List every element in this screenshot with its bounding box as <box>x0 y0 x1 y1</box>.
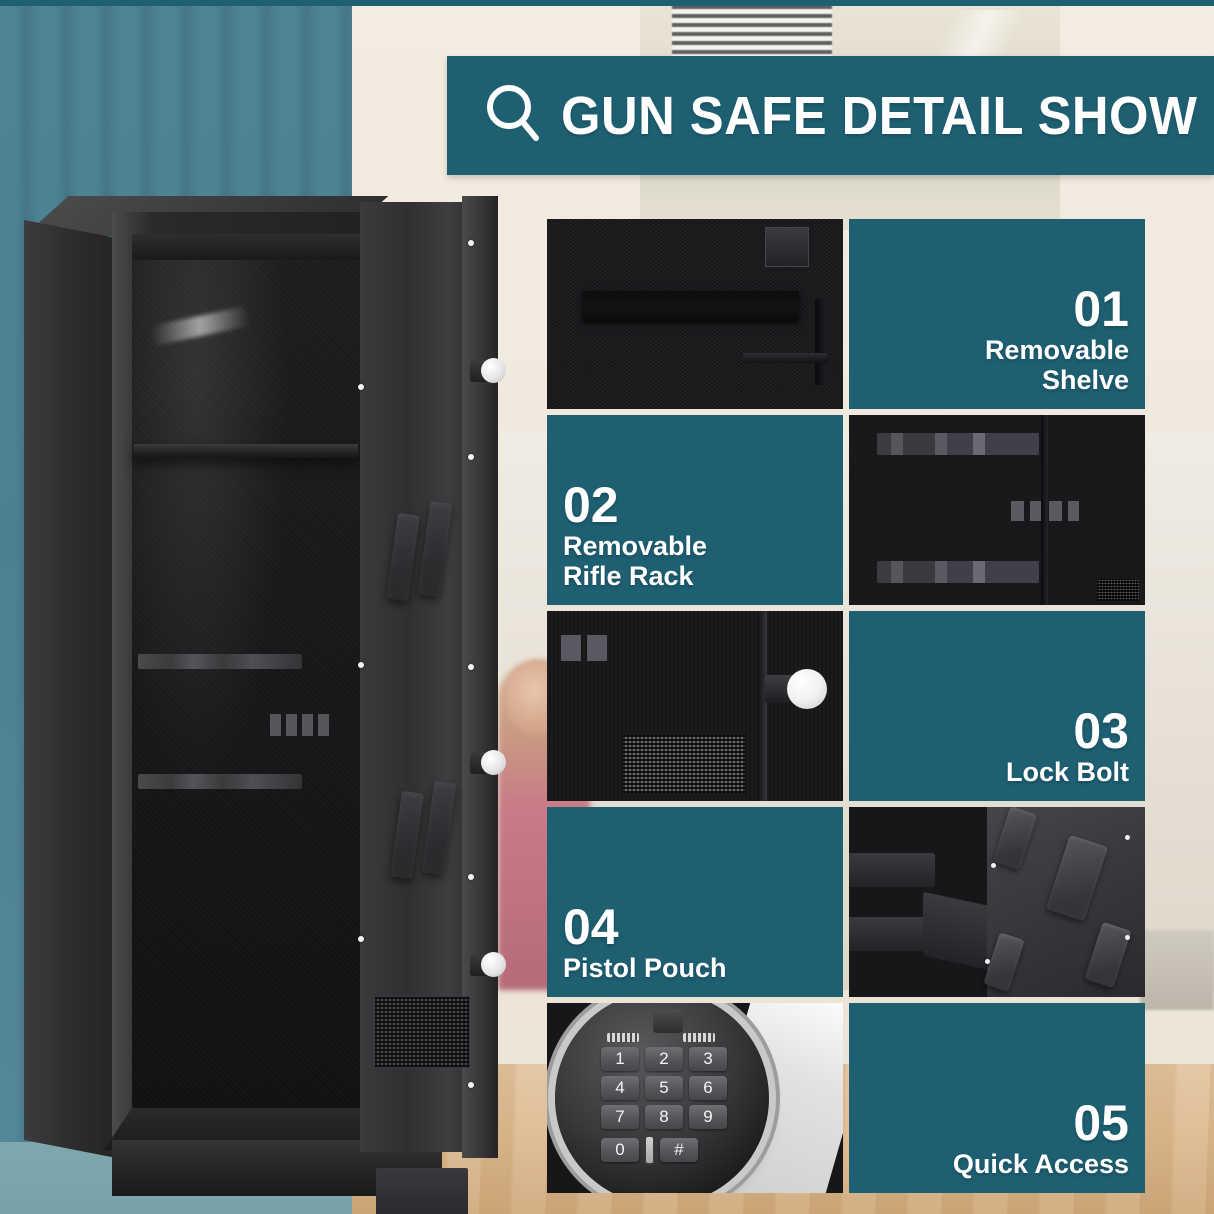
door-gap <box>757 611 767 801</box>
feature-label-03: 03 Lock Bolt <box>849 611 1145 801</box>
keypad-key-4[interactable]: 4 <box>601 1076 639 1100</box>
feature-caption: Quick Access <box>952 1148 1129 1179</box>
feature-label-05: 05 Quick Access <box>849 1003 1145 1193</box>
keypad-key-1[interactable]: 1 <box>601 1047 639 1071</box>
keypad-key-2[interactable]: 2 <box>645 1047 683 1071</box>
door-screw <box>468 454 474 460</box>
keypad-keys: 1 2 3 4 5 6 7 8 9 <box>601 1047 727 1129</box>
keypad-brand-plate <box>653 1009 683 1033</box>
rifle-rack-photo <box>849 415 1145 605</box>
keypad-key-8[interactable]: 8 <box>645 1105 683 1129</box>
keypad-photo: 1 2 3 4 5 6 7 8 9 0 # <box>547 1003 843 1193</box>
keypad-key-0[interactable]: 0 <box>601 1138 639 1162</box>
safe-interior-top-lip <box>132 234 360 260</box>
rifle-rack-foam-slots <box>270 714 334 736</box>
shelf-bracket <box>765 227 809 267</box>
side-table <box>1140 930 1214 1010</box>
door-hinge-screw <box>358 936 364 942</box>
panel-screw <box>1125 835 1130 840</box>
rifle-rack-block <box>849 917 935 951</box>
key-slot-icon[interactable] <box>644 1135 655 1165</box>
shelf-ledge <box>743 353 827 363</box>
safe-interior <box>132 234 360 1134</box>
feature-caption: Removable Rifle Rack <box>563 530 708 591</box>
door-storage-pocket <box>376 1168 468 1214</box>
mesh-pouch <box>623 735 747 793</box>
top-accent-bar <box>0 0 1214 6</box>
feature-number: 02 <box>563 476 619 533</box>
safe-side-panel <box>24 220 116 1158</box>
keypad-key-3[interactable]: 3 <box>689 1047 727 1071</box>
door-mesh-pouch <box>374 996 470 1068</box>
keypad-indicator-right <box>683 1033 715 1042</box>
door-screw <box>468 874 474 880</box>
feature-label-01: 01 Removable Shelve <box>849 219 1145 409</box>
keypad-face: 1 2 3 4 5 6 7 8 9 0 # <box>577 1009 747 1185</box>
door-hinge-screw <box>358 384 364 390</box>
feature-caption: Pistol Pouch <box>563 952 727 983</box>
keypad-key-7[interactable]: 7 <box>601 1105 639 1129</box>
rifle-rack-bar <box>877 433 1039 455</box>
rifle-rack-upper <box>138 654 302 669</box>
feature-row: 01 Removable Shelve <box>547 219 1145 409</box>
lock-bolt-photo <box>547 611 843 801</box>
removable-shelf <box>134 444 358 458</box>
keypad-key-6[interactable]: 6 <box>689 1076 727 1100</box>
rack-foam-pads <box>561 635 613 661</box>
header-banner: GUN SAFE DETAIL SHOW <box>447 56 1214 175</box>
shelf-plate <box>583 291 799 321</box>
keypad-key-5[interactable]: 5 <box>645 1076 683 1100</box>
rifle-rack-block <box>923 891 991 971</box>
window-blinds <box>672 0 832 60</box>
door-screw <box>468 1082 474 1088</box>
feature-caption: Removable Shelve <box>984 334 1129 395</box>
gun-safe-product-image <box>24 196 524 1214</box>
door-hinge-screw <box>358 662 364 668</box>
safe-door-panel <box>360 202 482 1152</box>
door-screw <box>468 664 474 670</box>
search-icon <box>483 81 543 150</box>
panel-screw <box>985 959 990 964</box>
panel-screw <box>1125 935 1130 940</box>
keypad-bottom-row: 0 # <box>601 1135 698 1165</box>
feature-number: 05 <box>1073 1094 1129 1151</box>
feature-number: 01 <box>1073 280 1129 337</box>
feature-row: 03 Lock Bolt <box>547 611 1145 801</box>
shelf-post <box>815 299 827 385</box>
panel-screw <box>991 863 996 868</box>
lock-bolt <box>470 750 506 775</box>
interior-divider <box>1041 415 1048 605</box>
keypad-key-hash[interactable]: # <box>660 1138 698 1162</box>
banner-title: GUN SAFE DETAIL SHOW <box>561 85 1198 146</box>
lock-bolt-head <box>787 669 827 709</box>
feature-label-04: 04 Pistol Pouch <box>547 807 843 997</box>
lock-bolt <box>470 952 506 977</box>
feature-number: 03 <box>1073 702 1129 759</box>
lock-bolt <box>470 358 506 383</box>
feature-label-02: 02 Removable Rifle Rack <box>547 415 843 605</box>
feature-row: 04 Pistol Pouch <box>547 807 1145 997</box>
door-screw <box>468 240 474 246</box>
rifle-rack-block <box>849 853 935 887</box>
keypad-key-9[interactable]: 9 <box>689 1105 727 1129</box>
rifle-rack-lower <box>138 774 302 789</box>
removable-shelf-photo <box>547 219 843 409</box>
keypad-indicator-left <box>607 1033 639 1042</box>
feature-caption: Lock Bolt <box>1005 756 1129 787</box>
feature-number: 04 <box>563 898 619 955</box>
feature-row: 1 2 3 4 5 6 7 8 9 0 # <box>547 1003 1145 1193</box>
feature-row: 02 Removable Rifle Rack <box>547 415 1145 605</box>
mesh-pouch <box>1097 579 1139 601</box>
feature-card-grid: 01 Removable Shelve 02 Removable Rifle R… <box>547 219 1145 1199</box>
rifle-rack-bar <box>877 561 1039 583</box>
pistol-pouch-photo <box>849 807 1145 997</box>
